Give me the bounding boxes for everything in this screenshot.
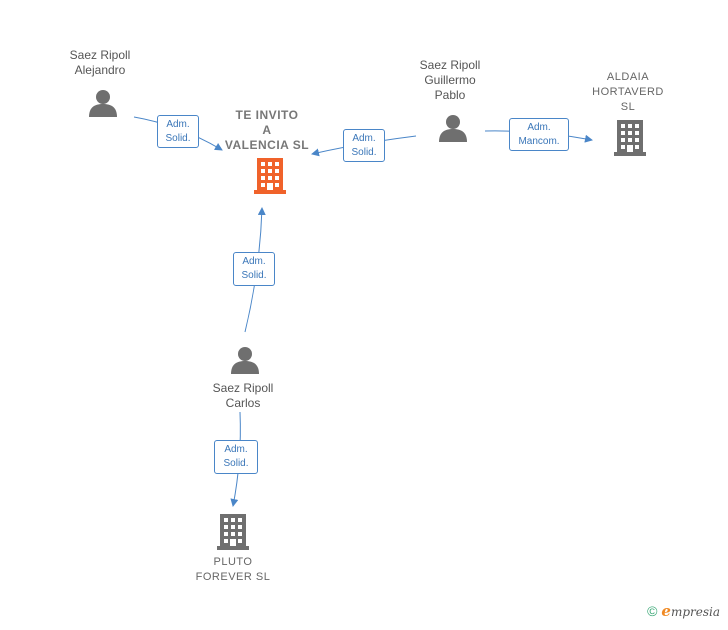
edge-label-line: Mancom. (518, 136, 560, 147)
edge-label-alejandro-teinvito[interactable]: Adm. Solid. (157, 115, 199, 148)
company-name-line: SL (620, 101, 636, 113)
company-name-line: ALDAIA (606, 71, 650, 83)
person-name-line: Saez Ripoll (69, 48, 131, 62)
person-icon[interactable] (230, 345, 260, 375)
brand-initial: e (661, 602, 671, 620)
edge-label-line: Adm. (242, 256, 266, 267)
company-name-line: TE INVITO (235, 108, 299, 122)
company-label-pluto[interactable]: PLUTO FOREVER SL (180, 555, 286, 585)
edge-label-carlos-teinvito[interactable]: Adm. Solid. (233, 252, 275, 286)
person-name-line: Alejandro (74, 63, 126, 77)
edge-label-guillermo-aldaia[interactable]: Adm. Mancom. (509, 118, 569, 151)
company-name-line: FOREVER SL (195, 571, 271, 583)
building-icon[interactable] (254, 158, 286, 194)
brand-name: mpresia (670, 605, 720, 619)
person-label-carlos[interactable]: Saez Ripoll Carlos (193, 381, 293, 411)
person-icon[interactable] (88, 88, 118, 118)
edge-label-carlos-pluto[interactable]: Adm. Solid. (214, 440, 258, 474)
company-name-line: PLUTO (213, 556, 253, 568)
edge-label-line: Adm. (352, 133, 376, 144)
company-name-line: HORTAVERD (592, 86, 664, 98)
copyright-symbol: © (647, 603, 658, 619)
edge-label-line: Adm. (224, 444, 248, 455)
person-name-line: Saez Ripoll (419, 58, 481, 72)
company-label-aldaia[interactable]: ALDAIA HORTAVERD SL (580, 70, 676, 115)
edge-label-guillermo-teinvito[interactable]: Adm. Solid. (343, 129, 385, 162)
edge-label-line: Adm. (166, 119, 190, 130)
edge-label-line: Solid. (351, 147, 377, 158)
edge-label-line: Solid. (223, 458, 249, 469)
person-label-alejandro[interactable]: Saez Ripoll Alejandro (50, 48, 150, 78)
edge-label-line: Solid. (165, 133, 191, 144)
company-name-line: A (262, 123, 272, 137)
person-icon[interactable] (438, 113, 468, 143)
person-name-line: Pablo (434, 88, 466, 102)
person-name-line: Saez Ripoll (212, 381, 274, 395)
edge-label-line: Adm. (527, 122, 551, 133)
building-icon[interactable] (217, 514, 249, 550)
footer-brand: © empresia (647, 602, 720, 620)
company-name-line: VALENCIA SL (224, 138, 310, 152)
person-name-line: Carlos (225, 396, 261, 410)
building-icon[interactable] (614, 120, 646, 156)
edge-label-line: Solid. (241, 270, 267, 281)
brand-logo: empresia (661, 602, 720, 620)
person-name-line: Guillermo (424, 73, 476, 87)
person-label-guillermo[interactable]: Saez Ripoll Guillermo Pablo (400, 58, 500, 103)
company-label-teinvito[interactable]: TE INVITO A VALENCIA SL (212, 108, 322, 153)
